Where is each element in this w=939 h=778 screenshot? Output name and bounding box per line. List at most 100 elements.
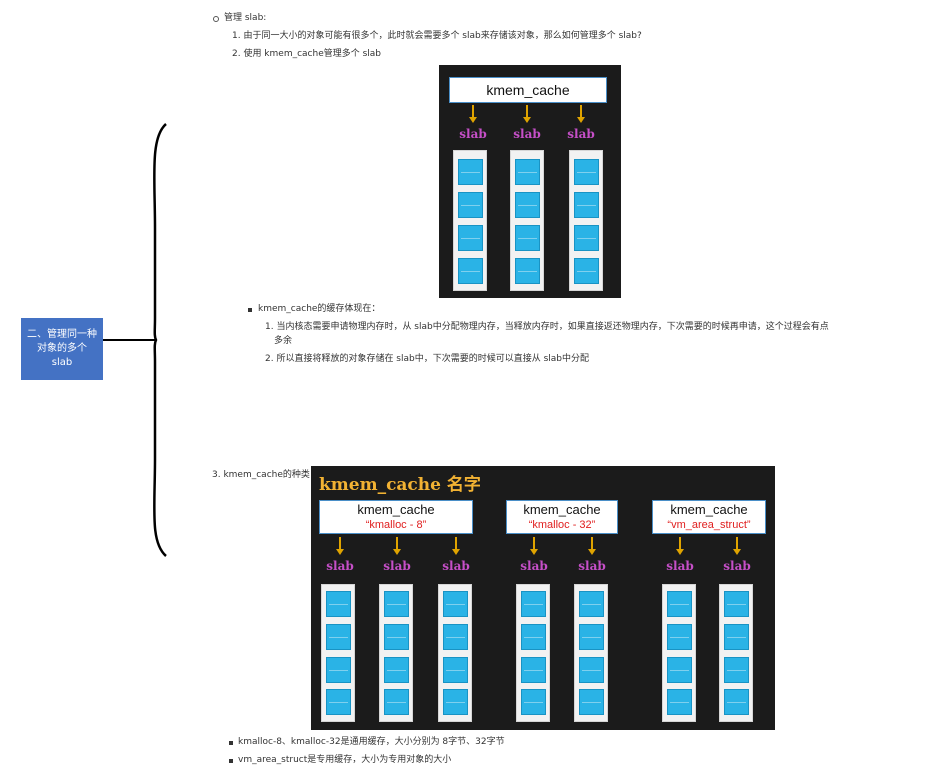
arrow-head-icon xyxy=(393,549,401,555)
arrow-down-icon xyxy=(591,537,593,549)
arrow-down-icon xyxy=(396,537,398,549)
slab-object xyxy=(384,657,409,683)
slab-object xyxy=(384,591,409,617)
slab-column xyxy=(662,584,696,722)
slab-object xyxy=(579,689,604,715)
section3-heading: 3. kmem_cache的种类： xyxy=(212,470,319,480)
slab-object xyxy=(579,591,604,617)
slab-label: slab xyxy=(520,559,548,573)
slab-object xyxy=(521,624,546,650)
slab-object xyxy=(579,657,604,683)
cache-name: kmem_cache xyxy=(670,502,748,517)
slab-object xyxy=(443,657,468,683)
arrow-head-icon xyxy=(523,117,531,123)
section-heading-manage-slab: 管理 slab: xyxy=(224,13,267,23)
slab-column xyxy=(510,150,544,291)
arrow-down-icon xyxy=(736,537,738,549)
list-item: 多余 xyxy=(274,336,293,346)
slab-object xyxy=(326,624,351,650)
kmem-cache-types-diagram: kmem_cache 名字 kmem_cache “kmalloc - 8” k… xyxy=(311,466,775,730)
slab-column xyxy=(569,150,603,291)
arrow-down-icon xyxy=(455,537,457,549)
arrow-down-icon xyxy=(472,105,474,117)
arrow-head-icon xyxy=(452,549,460,555)
slab-object xyxy=(384,624,409,650)
list-item: 2. 所以直接将释放的对象存储在 slab中，下次需要的时候可以直接从 slab… xyxy=(265,354,590,364)
slab-label: slab xyxy=(326,559,354,573)
mindmap-node[interactable]: 二、管理同一种 对象的多个slab xyxy=(21,318,103,380)
list-item: 1. 当内核态需要申请物理内存时，从 slab中分配物理内存，当释放内存时，如果… xyxy=(265,322,829,332)
mindmap-node-line1: 二、管理同一种 xyxy=(27,329,97,340)
slab-label: slab xyxy=(459,127,487,141)
arrow-head-icon xyxy=(336,549,344,555)
kmem-cache-title-box: kmem_cache xyxy=(449,77,607,103)
slab-object xyxy=(458,258,483,284)
square-bullet-icon xyxy=(229,741,233,745)
slab-label: slab xyxy=(567,127,595,141)
arrow-down-icon xyxy=(580,105,582,117)
slab-object xyxy=(521,657,546,683)
slab-column xyxy=(379,584,413,722)
slab-object xyxy=(443,624,468,650)
slab-column xyxy=(719,584,753,722)
cache-subtitle: “kmalloc - 8” xyxy=(365,519,427,531)
slab-object xyxy=(458,159,483,185)
arrow-down-icon xyxy=(679,537,681,549)
slab-object xyxy=(724,657,749,683)
slab-object xyxy=(667,689,692,715)
slab-object xyxy=(574,192,599,218)
slab-label: slab xyxy=(578,559,606,573)
kmem-cache-box-vm-area-struct: kmem_cache “vm_area_struct” xyxy=(652,500,766,534)
slab-object xyxy=(579,624,604,650)
arrow-down-icon xyxy=(526,105,528,117)
slab-column xyxy=(516,584,550,722)
arrow-head-icon xyxy=(530,549,538,555)
arrow-head-icon xyxy=(469,117,477,123)
slab-object xyxy=(384,689,409,715)
slab-label: slab xyxy=(383,559,411,573)
kmem-cache-diagram: kmem_cache slab slab slab xyxy=(439,65,621,298)
slab-object xyxy=(724,689,749,715)
slab-label: slab xyxy=(666,559,694,573)
cache-name: kmem_cache xyxy=(523,502,601,517)
slab-object xyxy=(724,624,749,650)
slab-object xyxy=(326,657,351,683)
slab-object xyxy=(458,225,483,251)
slab-object xyxy=(521,591,546,617)
list-item: 2. 使用 kmem_cache管理多个 slab xyxy=(232,49,382,59)
slab-column xyxy=(321,584,355,722)
slab-object xyxy=(574,225,599,251)
arrow-head-icon xyxy=(577,117,585,123)
slab-object xyxy=(443,591,468,617)
circle-bullet-icon xyxy=(213,16,219,22)
slab-column xyxy=(574,584,608,722)
brace-connector xyxy=(103,123,167,557)
slab-object xyxy=(724,591,749,617)
subsection-heading: kmem_cache的缓存体现在： xyxy=(258,304,381,314)
arrow-down-icon xyxy=(339,537,341,549)
slab-object xyxy=(574,258,599,284)
slab-object xyxy=(515,258,540,284)
cache-subtitle: “kmalloc - 32” xyxy=(528,519,596,531)
slab-object xyxy=(667,657,692,683)
kmem-cache-box-kmalloc-8: kmem_cache “kmalloc - 8” xyxy=(319,500,473,534)
slab-object xyxy=(326,689,351,715)
arrow-head-icon xyxy=(676,549,684,555)
arrow-head-icon xyxy=(588,549,596,555)
slab-column xyxy=(438,584,472,722)
footnote-item: vm_area_struct是专用缓存，大小为专用对象的大小 xyxy=(238,755,452,765)
square-bullet-icon xyxy=(248,308,252,312)
slab-label: slab xyxy=(513,127,541,141)
slab-label: slab xyxy=(442,559,470,573)
slab-object xyxy=(515,192,540,218)
curly-brace xyxy=(153,123,167,557)
slab-label: slab xyxy=(723,559,751,573)
square-bullet-icon xyxy=(229,759,233,763)
slab-object xyxy=(667,624,692,650)
slab-object xyxy=(521,689,546,715)
kmem-cache-title: kmem_cache xyxy=(486,82,570,98)
cache-subtitle: “vm_area_struct” xyxy=(667,519,751,531)
slab-object xyxy=(443,689,468,715)
slab-object xyxy=(458,192,483,218)
list-item: 1. 由于同一大小的对象可能有很多个，此时就会需要多个 slab来存储该对象，那… xyxy=(232,31,642,41)
